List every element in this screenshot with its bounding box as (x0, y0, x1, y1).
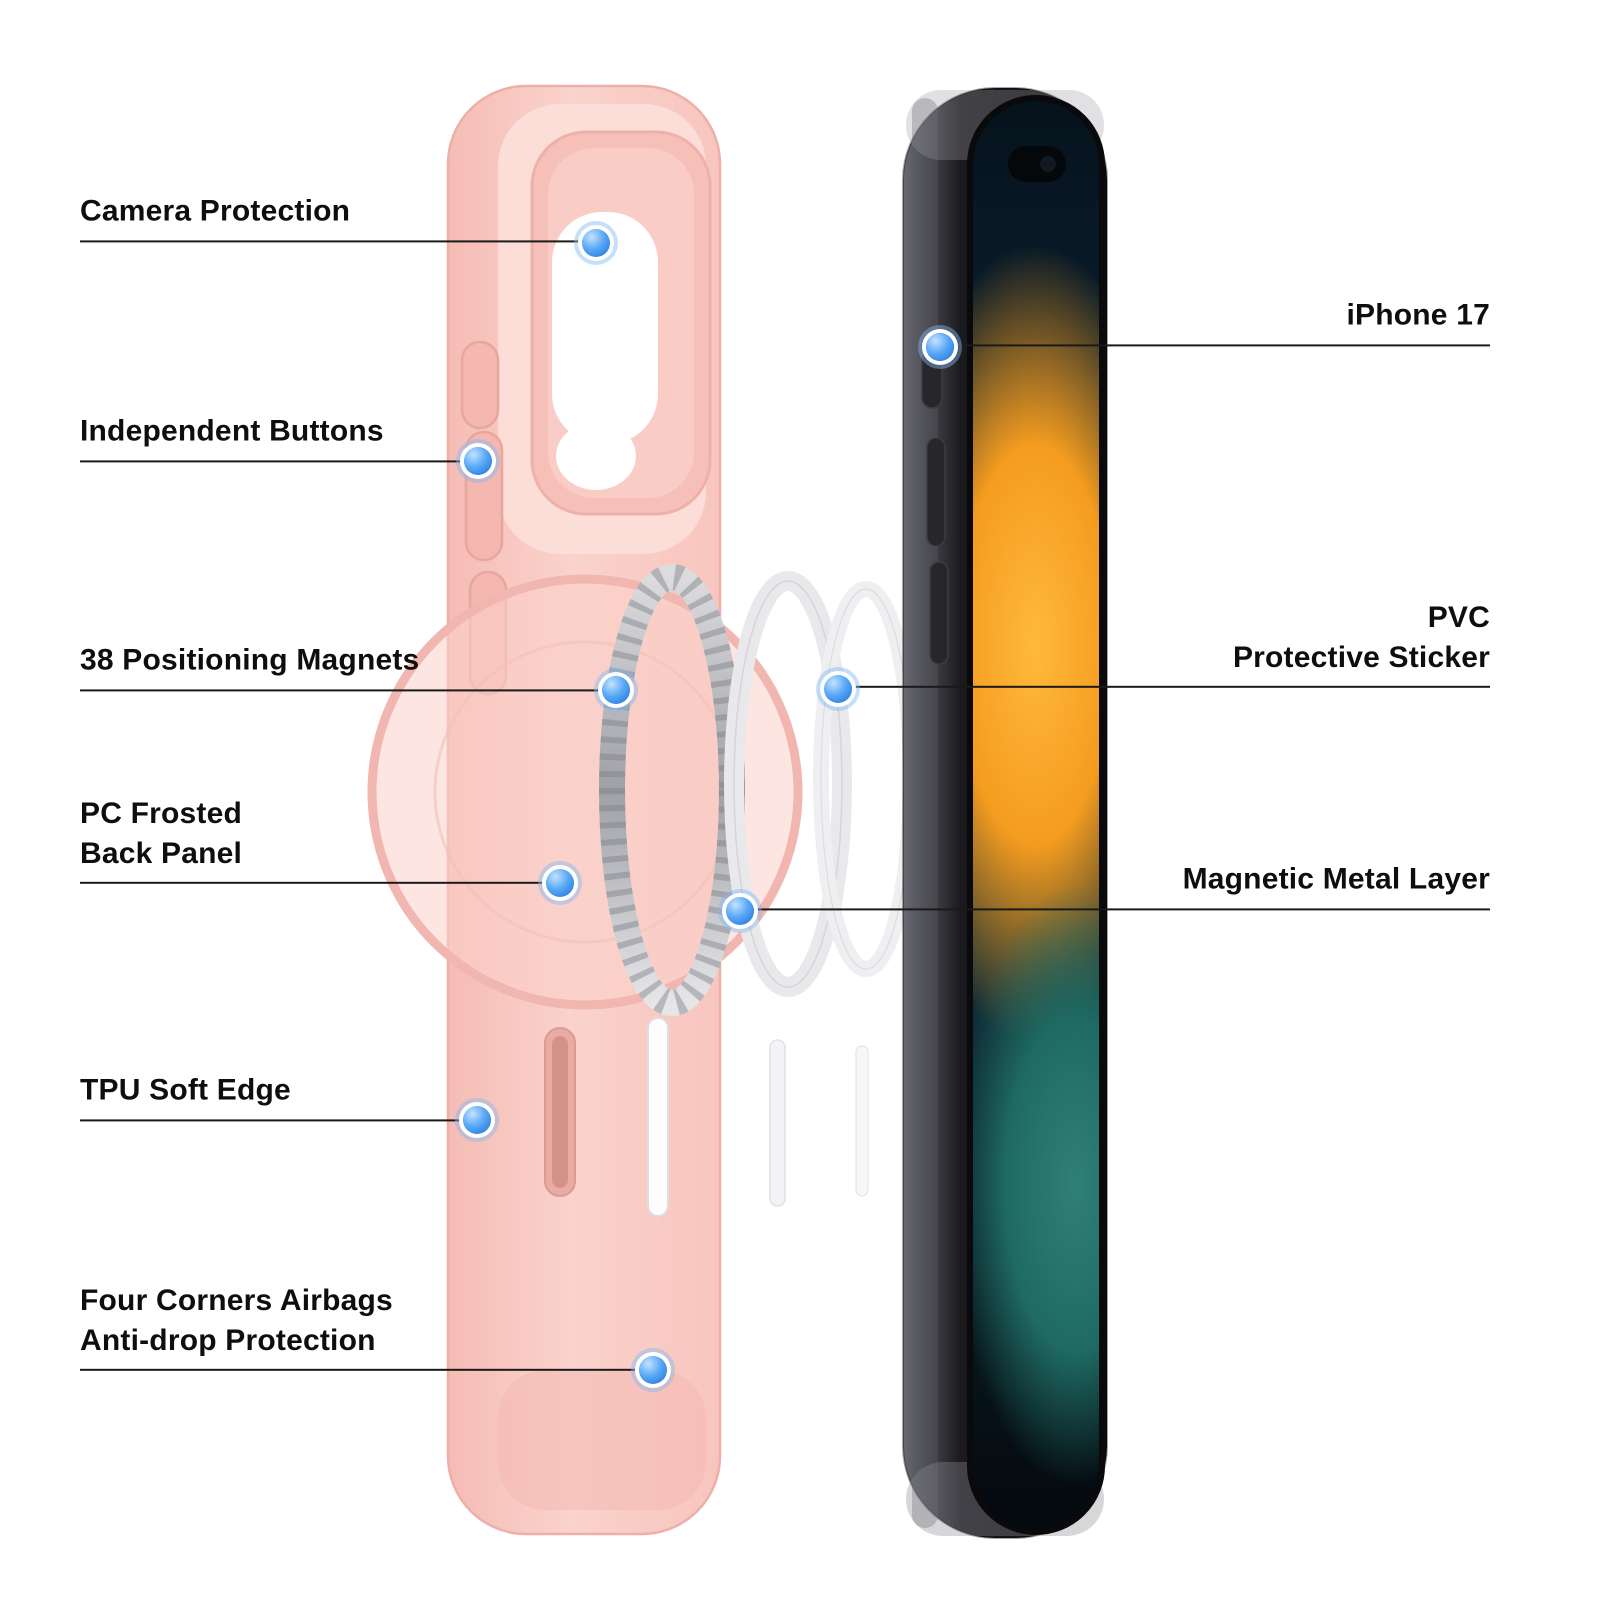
marker-positioning-magnets (602, 676, 630, 704)
callout-tpu-soft-edge-label: TPU Soft Edge (80, 1073, 291, 1107)
callout-pc-frosted-back-panel: PC Frosted Back Panel (80, 794, 560, 884)
callout-camera-protection: Camera Protection (80, 191, 596, 242)
callout-camera-protection-label: Camera Protection (80, 194, 351, 228)
marker-tpu-soft-edge (463, 1106, 491, 1134)
dynamic-island (1008, 146, 1066, 182)
iphone-edge-sheen (912, 98, 938, 1528)
callout-magnetic-metal-layer: Magnetic Metal Layer (740, 859, 1490, 910)
callout-pvc-protective-sticker: PVC Protective Sticker (838, 598, 1490, 688)
marker-four-corners-airbags (639, 1356, 667, 1384)
callout-pvc-line2: Protective Sticker (1232, 640, 1490, 674)
marker-pvc-protective-sticker (824, 675, 852, 703)
callout-four-corners-line1: Four Corners Airbags (80, 1283, 393, 1317)
callout-four-corners-airbags: Four Corners Airbags Anti-drop Protectio… (80, 1281, 653, 1371)
case-magsafe-circle (367, 574, 803, 1010)
callout-magnetic-metal-layer-label: Magnetic Metal Layer (1182, 862, 1490, 896)
iphone-side-buttons (921, 349, 949, 665)
marker-magnetic-metal-layer (726, 897, 754, 925)
phone-case (367, 84, 803, 1536)
white-ring-middle (724, 571, 852, 997)
marker-camera-protection (582, 229, 610, 257)
camera-cutout (552, 212, 658, 490)
callout-four-corners-line2: Anti-drop Protection (80, 1323, 376, 1357)
callout-iphone-17-label: iPhone 17 (1346, 298, 1490, 332)
alignment-magnet-bars (647, 1017, 869, 1217)
callout-iphone-17: iPhone 17 (940, 295, 1490, 346)
callout-positioning-magnets: 38 Positioning Magnets (80, 640, 616, 691)
case-bottom-lip (498, 1370, 706, 1510)
iphone-bezel (967, 95, 1105, 1535)
callout-independent-buttons: Independent Buttons (80, 411, 478, 462)
marker-iphone-17 (926, 333, 954, 361)
marker-independent-buttons (464, 447, 492, 475)
callout-pc-frosted-line1: PC Frosted (80, 796, 243, 830)
callout-tpu-soft-edge: TPU Soft Edge (80, 1070, 477, 1121)
callout-positioning-magnets-label: 38 Positioning Magnets (80, 643, 420, 677)
callout-pc-frosted-line2: Back Panel (80, 836, 243, 870)
iphone-screen (970, 98, 1102, 1532)
camera-module (530, 130, 712, 516)
case-magnet-slot (544, 1027, 576, 1197)
callout-independent-buttons-label: Independent Buttons (80, 414, 384, 448)
callout-pvc-line1: PVC (1427, 600, 1490, 634)
iphone (902, 87, 1108, 1539)
marker-pc-frosted-back-panel (546, 869, 574, 897)
